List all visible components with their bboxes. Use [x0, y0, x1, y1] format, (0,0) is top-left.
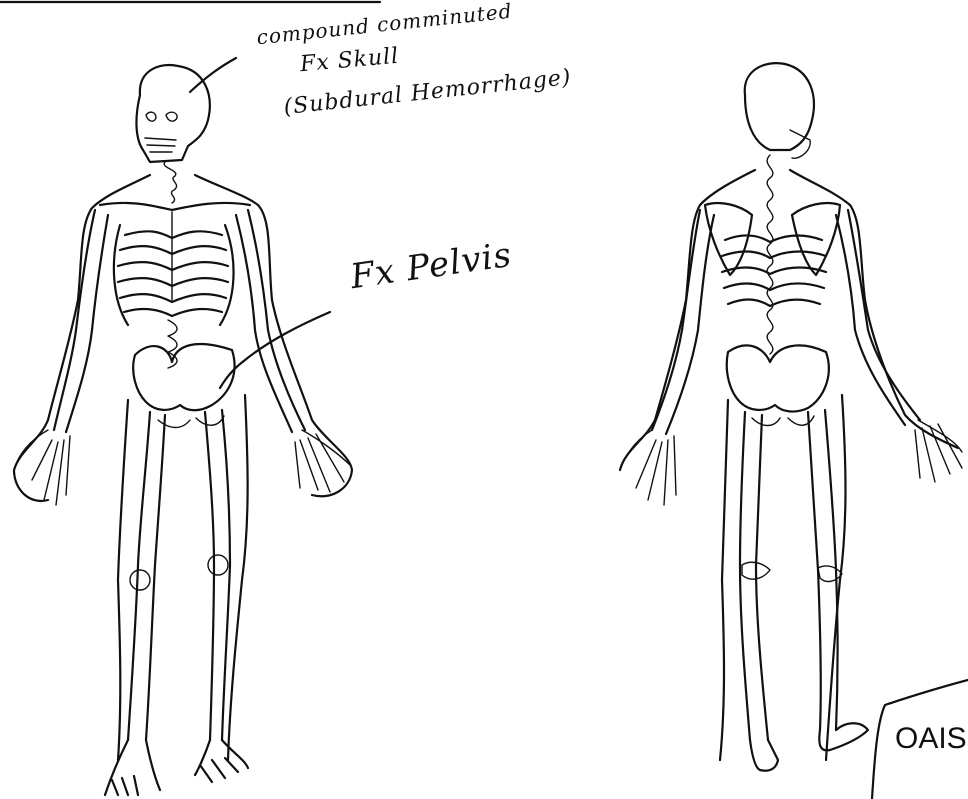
back-right-arm	[836, 210, 920, 425]
back-pelvis	[727, 345, 829, 411]
front-eye-left	[146, 112, 156, 121]
back-right-knee	[818, 566, 842, 581]
front-clavicles	[100, 203, 250, 210]
back-left-foot	[750, 740, 778, 771]
front-right-foot	[195, 740, 248, 782]
front-right-hand	[295, 430, 350, 492]
front-neck-vertebrae	[164, 162, 176, 203]
anterior-skeleton	[14, 65, 352, 795]
front-pelvis-foramen	[158, 416, 224, 428]
stamp-label: OAIS	[895, 722, 967, 756]
front-right-arm	[236, 210, 305, 432]
front-eye-right	[166, 112, 177, 121]
front-right-knee	[208, 555, 228, 575]
front-left-arm	[54, 210, 108, 432]
back-left-hand	[620, 430, 676, 505]
back-body-outline	[620, 170, 958, 760]
back-right-leg	[808, 410, 838, 730]
back-right-hand	[915, 420, 962, 482]
posterior-skeleton	[620, 63, 962, 771]
front-pelvis	[133, 344, 234, 410]
front-left-foot	[105, 740, 160, 795]
front-body-outline	[14, 175, 352, 760]
front-ribcage	[114, 225, 234, 325]
front-left-leg	[128, 412, 165, 740]
back-ribs	[722, 236, 826, 306]
back-spine	[767, 155, 773, 354]
pelvis-pointer-line	[220, 312, 330, 388]
front-jaw	[145, 138, 176, 152]
front-left-knee	[130, 570, 150, 590]
